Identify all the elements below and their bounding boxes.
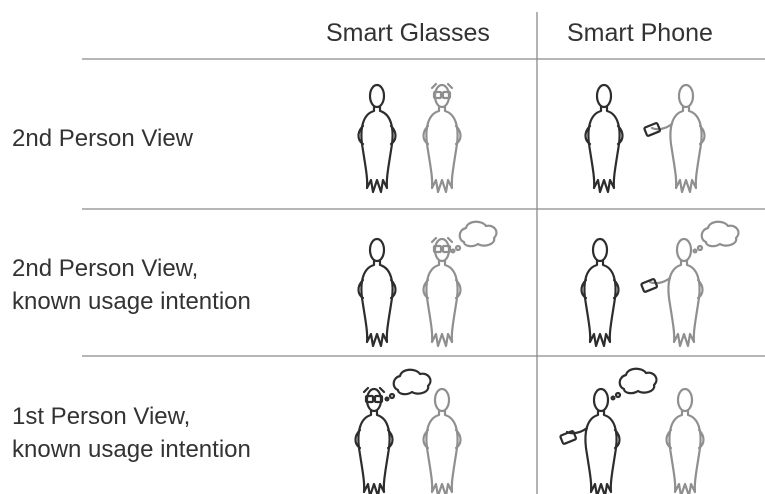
phone-icon [560,431,576,445]
thought-bubble-icon [452,222,497,253]
figure-observer [586,85,623,192]
phone-icon [641,279,657,293]
figure-phone-user [567,389,620,494]
thought-bubble-icon [694,222,739,253]
figure-observer [359,85,396,192]
figure-phone-user [650,239,703,346]
figure-glasses-wearer [356,388,393,494]
figure-phone-user [652,85,705,192]
figure-glasses-user [424,84,461,192]
thought-bubble-icon [386,370,431,401]
figure-other-person [424,389,461,494]
figure-observer [359,239,396,346]
figure-other-person [667,389,704,494]
thought-bubble-icon [612,369,657,400]
figure-glasses-user [424,238,461,346]
figure-observer [582,239,619,346]
